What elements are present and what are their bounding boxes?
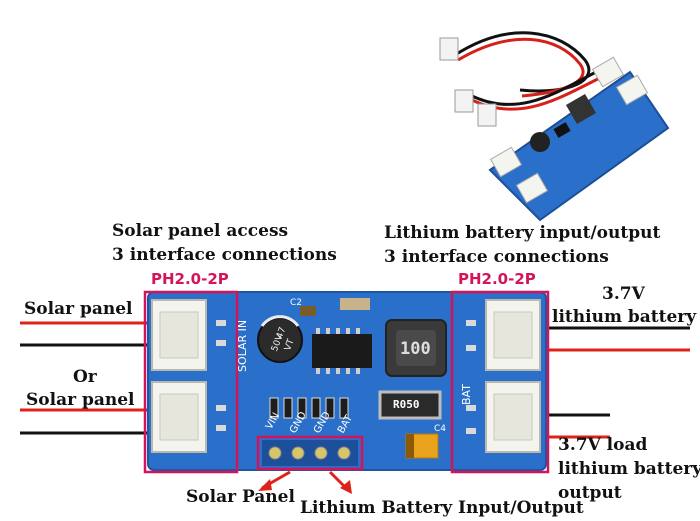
pin-header bbox=[262, 440, 358, 466]
photo-capacitor bbox=[530, 132, 550, 152]
right-header-line1: Lithium battery input/output bbox=[384, 223, 661, 243]
connector-left-label: PH2.0-2P bbox=[151, 270, 229, 288]
frame-pins bbox=[256, 435, 364, 471]
left-header-line2: 3 interface connections bbox=[112, 245, 337, 265]
label-solar-panel-2: Solar panel bbox=[26, 390, 135, 410]
photo-plug-3 bbox=[477, 103, 497, 127]
photo-plug-1 bbox=[439, 37, 459, 61]
label-bottom-solar: Solar Panel bbox=[186, 487, 295, 507]
label-battery-text: lithium battery bbox=[552, 307, 697, 327]
frame-right bbox=[450, 290, 550, 474]
photo-plug-2 bbox=[454, 89, 474, 113]
right-header-line2: 3 interface connections bbox=[384, 247, 609, 267]
inductor-label: 100 bbox=[400, 339, 431, 359]
c4-label: C4 bbox=[434, 424, 447, 434]
photo-connector-1 bbox=[591, 56, 625, 88]
silk-solar-in: SOLAR IN bbox=[236, 319, 249, 372]
photo-wire-black-2 bbox=[469, 68, 601, 106]
c2-label: C2 bbox=[290, 298, 303, 308]
photo-connector-3 bbox=[489, 146, 523, 178]
frame-left bbox=[143, 290, 239, 474]
photo-connector-4 bbox=[515, 172, 549, 204]
label-load-line2: lithium battery bbox=[558, 459, 700, 479]
label-solar-panel-1: Solar panel bbox=[24, 299, 133, 319]
silk-bat: BAT bbox=[460, 384, 473, 405]
label-or: Or bbox=[73, 367, 97, 387]
photo-connector-2 bbox=[615, 74, 649, 106]
connector-right-label: PH2.0-2P bbox=[458, 270, 536, 288]
label-load-line1: 3.7V load bbox=[558, 435, 648, 455]
label-load-line3: output bbox=[558, 483, 622, 503]
label-bottom-battery: Lithium Battery Input/Output bbox=[300, 498, 584, 518]
photo-inductor bbox=[565, 93, 597, 125]
current-sense-resistor bbox=[378, 390, 442, 420]
label-battery-voltage: 3.7V bbox=[602, 284, 645, 304]
photo-chip bbox=[553, 122, 571, 138]
ic-chip bbox=[312, 334, 372, 368]
resistor-label: R050 bbox=[393, 398, 420, 411]
left-header-line1: Solar panel access bbox=[112, 221, 289, 241]
